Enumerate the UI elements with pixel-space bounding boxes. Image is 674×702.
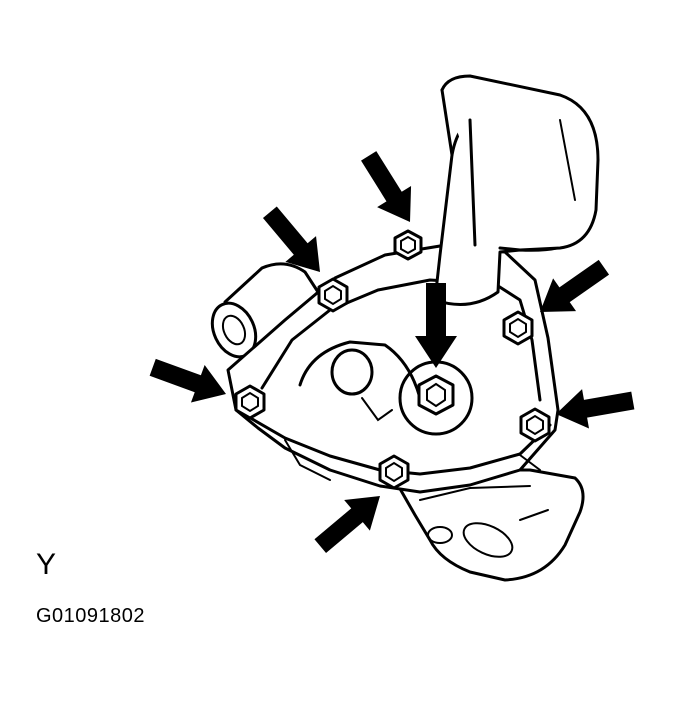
bolt-right-upper	[502, 310, 534, 346]
arrow-bottom	[314, 496, 380, 554]
lower-bracket	[393, 463, 585, 582]
bolt-right-lower	[519, 407, 551, 443]
arrow-left	[149, 358, 226, 403]
arrow-center	[415, 283, 457, 368]
bolt-bottom	[378, 454, 410, 490]
arrow-right-upper	[540, 259, 610, 312]
outlet-pipe	[433, 74, 600, 306]
figure-code: G01091802	[36, 605, 146, 627]
pointer-arrows	[149, 151, 635, 554]
bolt-left	[234, 384, 266, 420]
arrow-top	[361, 151, 412, 222]
view-label: Y	[36, 548, 57, 581]
arrow-right-lower	[556, 389, 635, 429]
bolt-upper-left	[317, 277, 349, 313]
bolts	[234, 229, 551, 490]
housing	[226, 244, 560, 494]
bolt-top	[393, 229, 423, 261]
bolt-center	[417, 374, 455, 416]
arrow-upper-left	[262, 206, 320, 272]
